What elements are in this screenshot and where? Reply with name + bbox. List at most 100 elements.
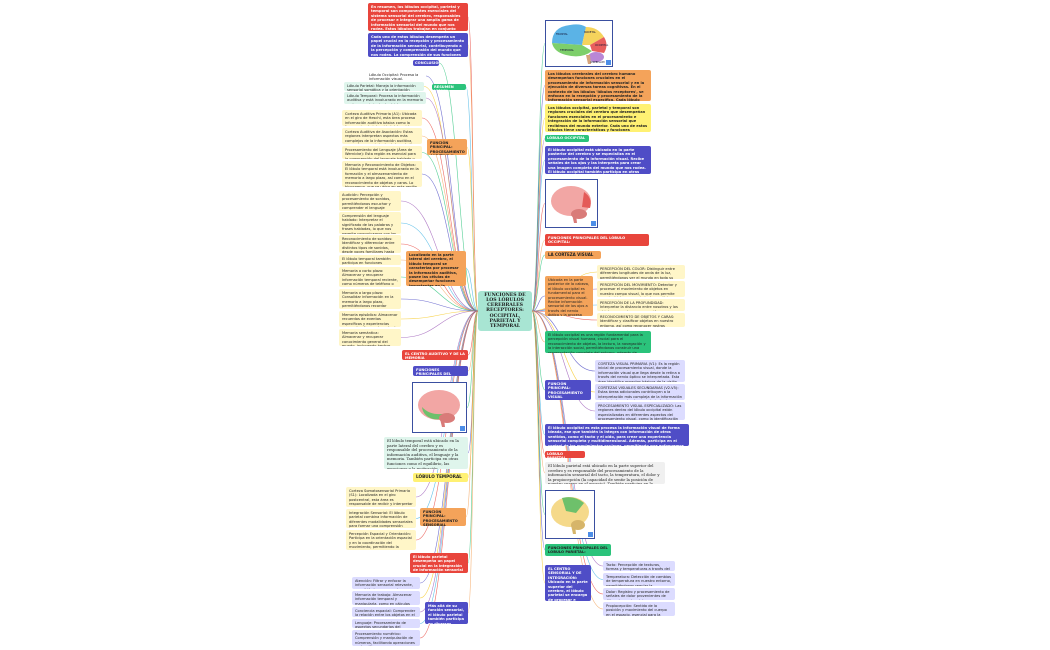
connector-line — [531, 203, 546, 312]
sensory-item-dolor[interactable]: Dolor: Registro y procesamiento de señal… — [603, 588, 675, 600]
parietal-func-item-s1[interactable]: Corteza Somatosensorial Primaria (S1): L… — [346, 487, 416, 507]
funciones-occipital-node[interactable]: FUNCIONES PRINCIPALES DEL LÓBULO OCCIPIT… — [545, 234, 649, 246]
centro-auditivo-node[interactable]: EL CENTRO AUDITIVO Y DE LA MEMORIA — [402, 350, 468, 360]
connector-line — [400, 298, 479, 312]
temporal-lobe-image — [412, 382, 467, 433]
central-topic[interactable]: FUNCIONES DE LOS LÓBULOS CEREBRALES RECE… — [478, 291, 532, 331]
visual-func-item-especializado[interactable]: PROCESAMIENTO VISUAL ESPECIALIZADO: Las … — [595, 402, 685, 420]
parietal-lobe-image — [545, 490, 595, 539]
occipital-item-objetos[interactable]: RECONOCIMIENTO DE OBJETOS Y CARAS: Ident… — [597, 313, 685, 327]
temporal-item-cognitivas[interactable]: El lóbulo temporal también participa en … — [339, 255, 401, 265]
brain-label-occipital: OCCIPITAL — [595, 43, 609, 47]
brain-parietal-icon — [551, 497, 589, 534]
sensory-item-propiocepcion[interactable]: Propiocepción: Sentido de la posición y … — [603, 602, 675, 616]
brain-lobes-image: FRONTAL PARIETAL OCCIPITAL TEMPORAL CERE… — [545, 20, 613, 67]
parietal-func-item-integracion[interactable]: Integración Sensorial: El lóbulo parieta… — [346, 509, 416, 528]
connector-line — [466, 310, 479, 408]
occipital-item-profundidad[interactable]: PERCEPCIÓN DE LA PROFUNDIDAD: Interpreta… — [597, 299, 685, 311]
connector-line — [438, 62, 479, 312]
parietal-cognitive-node[interactable]: Más allá de su función sensorial, el lób… — [425, 602, 468, 624]
connector-line — [531, 310, 596, 412]
resumen-item-temporal[interactable]: Lóbulo Temporal: Procesa la información … — [344, 92, 426, 104]
temporal-item-sonidos[interactable]: Reconocimiento de sonidos: Identificar y… — [339, 235, 401, 253]
intro-lobulos-node[interactable]: Los lóbulos cerebrales del cerebro human… — [545, 70, 651, 101]
connector-line — [531, 310, 546, 584]
parietal-overview-node[interactable]: El lóbulo parietal está ubicado en la pa… — [545, 462, 665, 484]
occipital-integration-node[interactable]: El lóbulo occipital es esta procesa la i… — [545, 424, 689, 446]
sensory-item-temperatura[interactable]: Temperatura: Detección de cambios de tem… — [603, 573, 675, 586]
parietal-integration-node[interactable]: El lóbulo parietal desempeña un papel cr… — [410, 553, 468, 573]
parietal-func-item-espacial[interactable]: Percepción Espacial y Orientación: Parti… — [346, 530, 416, 550]
lobulo-parietal-node[interactable]: LÓBULO PARIETAL — [545, 451, 585, 458]
connector-line — [425, 97, 479, 312]
conclusion-detail-node[interactable]: Cada uno de estos lóbulos desempeña un p… — [368, 33, 468, 57]
temporal-description-node[interactable]: Localizado en la parte lateral del cereb… — [406, 251, 466, 286]
connector-line — [531, 310, 546, 391]
occipital-lobe-image — [545, 179, 598, 228]
parietal-cog-item-espacial[interactable]: Conciencia espacial: Comprender la relac… — [352, 607, 420, 617]
visual-func-item-v1[interactable]: CORTEZA VISUAL PRIMARIA (V1): Es la regi… — [595, 360, 685, 382]
conclusion-node[interactable]: CONCLUSIÓN — [413, 60, 439, 66]
temporal-overview-node[interactable]: El lóbulo temporal está ubicado en la pa… — [384, 437, 468, 469]
brain-label-cerebellum: CEREBELLUM — [590, 61, 605, 64]
connector-line — [531, 254, 546, 312]
connector-line — [400, 310, 479, 320]
parietal-function-node[interactable]: FUNCIÓN PRINCIPAL: PROCESAMIENTO SENSORI… — [420, 508, 466, 526]
connector-line — [467, 310, 479, 614]
connector-line — [531, 43, 546, 312]
centro-sensorial-node[interactable]: EL CENTRO SENSORIAL Y DE INTEGRACIÓN: Ub… — [545, 565, 591, 601]
visual-function-node[interactable]: FUNCIÓN PRINCIPAL: PROCESAMIENTO VISUAL — [545, 380, 591, 400]
image-marker-icon — [460, 426, 465, 431]
resumen-item-parietal[interactable]: Lóbulo Parietal: Maneja la información s… — [344, 82, 424, 91]
temporal-func-item-memoria[interactable]: Memoria y Reconocimiento de Objetos: El … — [342, 161, 422, 187]
connector-line — [465, 268, 479, 312]
visual-func-item-v2-v5[interactable]: CORTEZAS VISUALES SECUNDARIAS (V2-V5): E… — [595, 384, 685, 400]
temporal-func-item-asociacion[interactable]: Corteza Auditiva de Asociación: Estas re… — [342, 128, 422, 144]
temporal-item-episodica[interactable]: Memoria episódica: Almacenar recuerdos d… — [339, 311, 401, 327]
funciones-temporal-node[interactable]: FUNCIONES PRINCIPALES DEL LÓBULO TEMPORA… — [413, 366, 468, 376]
occipital-summary-node[interactable]: El lóbulo occipital es una región fundam… — [545, 331, 651, 353]
parietal-cog-item-numerico[interactable]: Procesamiento numérico: Comprensión y ma… — [352, 630, 420, 646]
temporal-func-item-wernicke[interactable]: Procesamiento del Lenguaje (Área de Wern… — [342, 146, 422, 159]
brain-label-parietal: PARIETAL — [584, 30, 597, 34]
temporal-func-item-a1[interactable]: Corteza Auditiva Primaria (A1): Ubicada … — [342, 110, 422, 126]
temporal-function-node[interactable]: FUNCIÓN PRINCIPAL: PROCESAMIENTO AUDITIV… — [427, 139, 467, 155]
sensory-item-tacto[interactable]: Tacto: Percepción de texturas, formas y … — [603, 561, 675, 571]
intro-lobulos-receptores-node[interactable]: Los lóbulos occipital, parietal y tempor… — [545, 104, 651, 132]
connector-line — [531, 310, 546, 515]
connector-line — [467, 44, 479, 312]
brain-lobes-icon: FRONTAL PARIETAL OCCIPITAL TEMPORAL CERE… — [552, 24, 609, 64]
occipital-item-movimiento[interactable]: PERCEPCIÓN DEL MOVIMIENTO: Detectar y pr… — [597, 281, 685, 297]
brain-occipital-icon — [551, 186, 591, 223]
connector-line — [421, 117, 479, 312]
connector-line — [531, 310, 546, 343]
temporal-item-semantica[interactable]: Memoria semántica: Almacenar y recuperar… — [339, 329, 401, 346]
connector-line — [466, 146, 479, 312]
temporal-item-largo-plazo[interactable]: Memoria a largo plazo: Consolidar inform… — [339, 289, 401, 309]
connector-line — [421, 173, 479, 312]
temporal-item-audicion[interactable]: Audición: Percepción y procesamiento de … — [339, 191, 401, 211]
connector-line — [531, 295, 546, 312]
lobulo-occipital-node[interactable]: LÓBULO OCCIPITAL — [545, 135, 589, 142]
corteza-visual-node[interactable]: LA CORTEZA VISUAL — [545, 251, 601, 259]
conclusion-summary-node[interactable]: En resumen, los lóbulos occipital, parie… — [368, 3, 468, 31]
image-marker-icon — [606, 60, 611, 65]
occipital-overview-node[interactable]: El lóbulo occipital está ubicado en la p… — [545, 146, 651, 174]
parietal-cog-item-atencion[interactable]: Atención: Filtrar y enfocar la informaci… — [352, 577, 420, 589]
temporal-item-lenguaje[interactable]: Comprensión del lenguaje hablado: Interp… — [339, 212, 401, 234]
lobulo-temporal-node[interactable]: LÓBULO TEMPORAL — [413, 473, 468, 482]
parietal-cog-item-memoria[interactable]: Memoria de trabajo: Almacenar informació… — [352, 591, 420, 605]
parietal-cog-item-lenguaje[interactable]: Lenguaje: Procesamiento de aspectos secu… — [352, 619, 420, 628]
brain-label-temporal: TEMPORAL — [560, 48, 575, 52]
resumen-visual-node[interactable]: RESUMEN VISUAL — [432, 84, 466, 90]
connector-line — [465, 310, 479, 518]
resumen-item-occipital[interactable]: Lóbulo Occipital: Procesa la información… — [366, 71, 426, 81]
funciones-parietal-node[interactable]: FUNCIONES PRINCIPALES DEL LÓBULO PARIETA… — [545, 544, 611, 556]
temporal-item-corto-plazo[interactable]: Memoria a corto plazo: Almacenar y recup… — [339, 267, 401, 287]
image-marker-icon — [591, 221, 596, 226]
occipital-description-node[interactable]: Ubicada en la parte posterior de la cabe… — [545, 276, 593, 316]
occipital-item-color[interactable]: PERCEPCIÓN DEL COLOR: Distinguir entre d… — [597, 265, 685, 279]
connector-line — [400, 310, 479, 338]
brain-temporal-icon — [418, 390, 460, 427]
image-marker-icon — [588, 532, 593, 537]
